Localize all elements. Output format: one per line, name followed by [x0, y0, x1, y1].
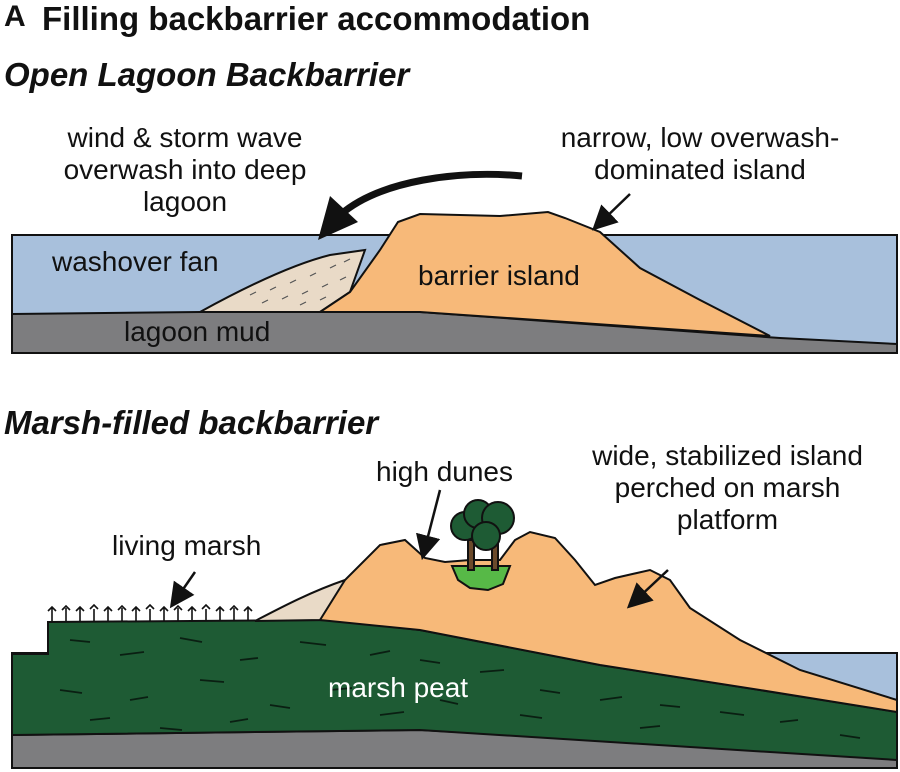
washover-fan-dashes: [249, 258, 351, 306]
living-marsh-label: living marsh: [112, 530, 262, 561]
wide-island-label-line1: wide, stabilized island: [592, 440, 863, 471]
narrow-island-label-line2: dominated island: [594, 154, 806, 185]
living-marsh-pointer: [169, 571, 197, 609]
barrier-island-label: barrier island: [418, 260, 580, 291]
peat-dashes: [59, 637, 861, 739]
panel-letter: A: [4, 0, 26, 33]
washover-fan-shape: [199, 248, 367, 313]
overwash-label: wind & storm wave overwash into deep lag…: [20, 122, 350, 218]
overwash-label-line1: wind & storm wave: [67, 122, 303, 153]
open-lagoon-panel: [11, 170, 898, 354]
marsh-peat-label: marsh peat: [328, 672, 469, 703]
lagoon-mud-label: lagoon mud: [124, 316, 271, 347]
high-dunes-pointer: [416, 489, 442, 561]
overwash-label-line2: overwash into deep: [63, 154, 307, 185]
page-title: Filling backbarrier accommodation: [42, 0, 591, 37]
marsh-filled-title: Marsh-filled backbarrier: [4, 404, 379, 441]
narrow-island-label-line1: narrow, low overwash-: [560, 122, 840, 153]
wide-island-label: wide, stabilized island perched on marsh…: [560, 440, 895, 536]
narrow-island-label: narrow, low overwash- dominated island: [525, 122, 875, 186]
overwash-arrowhead: [318, 196, 358, 240]
washover-fan-label: washover fan: [52, 246, 219, 277]
overwash-arrow: [337, 170, 523, 218]
wide-island-label-line2: perched on marsh: [614, 472, 841, 503]
barrier-island-shape: [316, 210, 771, 337]
wide-island-pointer: [626, 569, 669, 609]
overwash-label-line3: lagoon: [142, 186, 228, 217]
high-dunes-label: high dunes: [376, 456, 514, 487]
open-lagoon-title: Open Lagoon Backbarrier: [4, 56, 410, 93]
wide-island-label-line3: platform: [676, 504, 779, 535]
tree-icon: [450, 499, 515, 571]
marsh-filled-panel: [11, 489, 898, 769]
dune-swale-grass: [450, 565, 512, 592]
narrow-island-pointer: [592, 193, 631, 231]
living-marsh-grass: [47, 603, 253, 621]
